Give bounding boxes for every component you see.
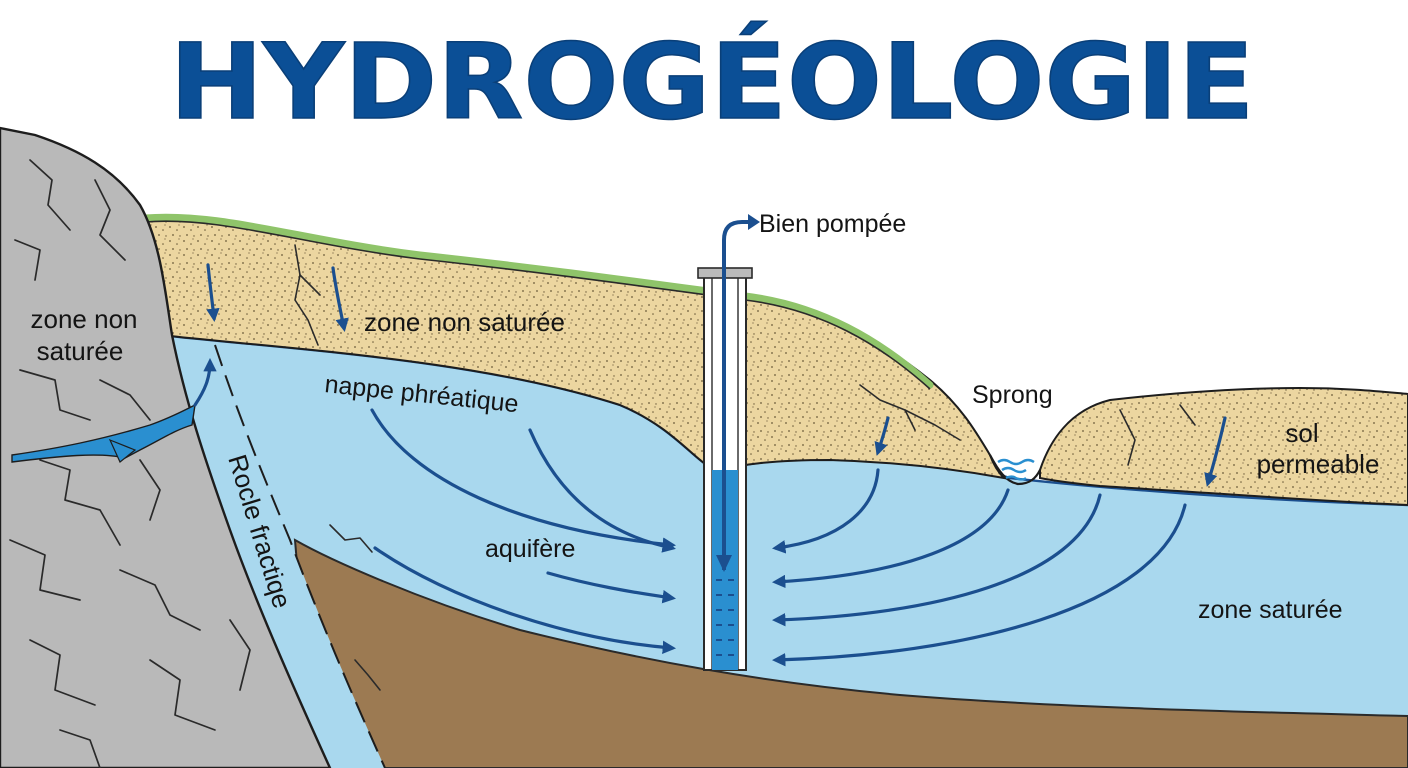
- diagram-title: HYDROGÉOLOGIE: [170, 21, 1255, 143]
- groundwater-flow-arrow: [546, 571, 676, 604]
- groundwater-flow-arrow: [771, 493, 1102, 627]
- label-aquifer: aquifère: [485, 535, 575, 563]
- groundwater-flow-arrow: [771, 488, 1010, 589]
- infiltration-arrows: [193, 263, 1227, 487]
- spring-depression: [989, 454, 1041, 486]
- sand-cracks: [294, 244, 1196, 691]
- pumping-well-icon: [697, 214, 760, 671]
- rock-cliff: [0, 126, 332, 768]
- rock-cracks: [9, 159, 251, 768]
- label-rock-zone-line1: zone non: [31, 304, 138, 334]
- label-saturated-zone: zone saturée: [1198, 596, 1343, 624]
- groundwater-flow-arrow: [373, 546, 677, 654]
- label-rock-zone-line2: saturée: [37, 336, 124, 366]
- fracture-seep: [11, 403, 196, 463]
- fractured-rock-zone: [175, 338, 385, 768]
- label-soil-line1: sol: [1285, 418, 1318, 448]
- label-spring: Sprong: [972, 381, 1053, 409]
- groundwater-flow-arrow: [370, 408, 677, 551]
- groundwater-flow-arrow: [528, 428, 676, 553]
- spring-water-icon: [997, 458, 1035, 481]
- permeable-soil-layer: [1039, 386, 1408, 507]
- label-unsaturated-zone: zone non saturée: [364, 307, 565, 337]
- grass-strip: [141, 213, 934, 389]
- groundwater-flow-arrow: [771, 468, 880, 554]
- groundwater-flow-arrow: [771, 503, 1187, 667]
- label-pumping-well: Bien pompée: [759, 210, 906, 238]
- groundwater-flow-arrows: [370, 408, 1187, 667]
- label-soil-line2: permeable: [1257, 449, 1380, 479]
